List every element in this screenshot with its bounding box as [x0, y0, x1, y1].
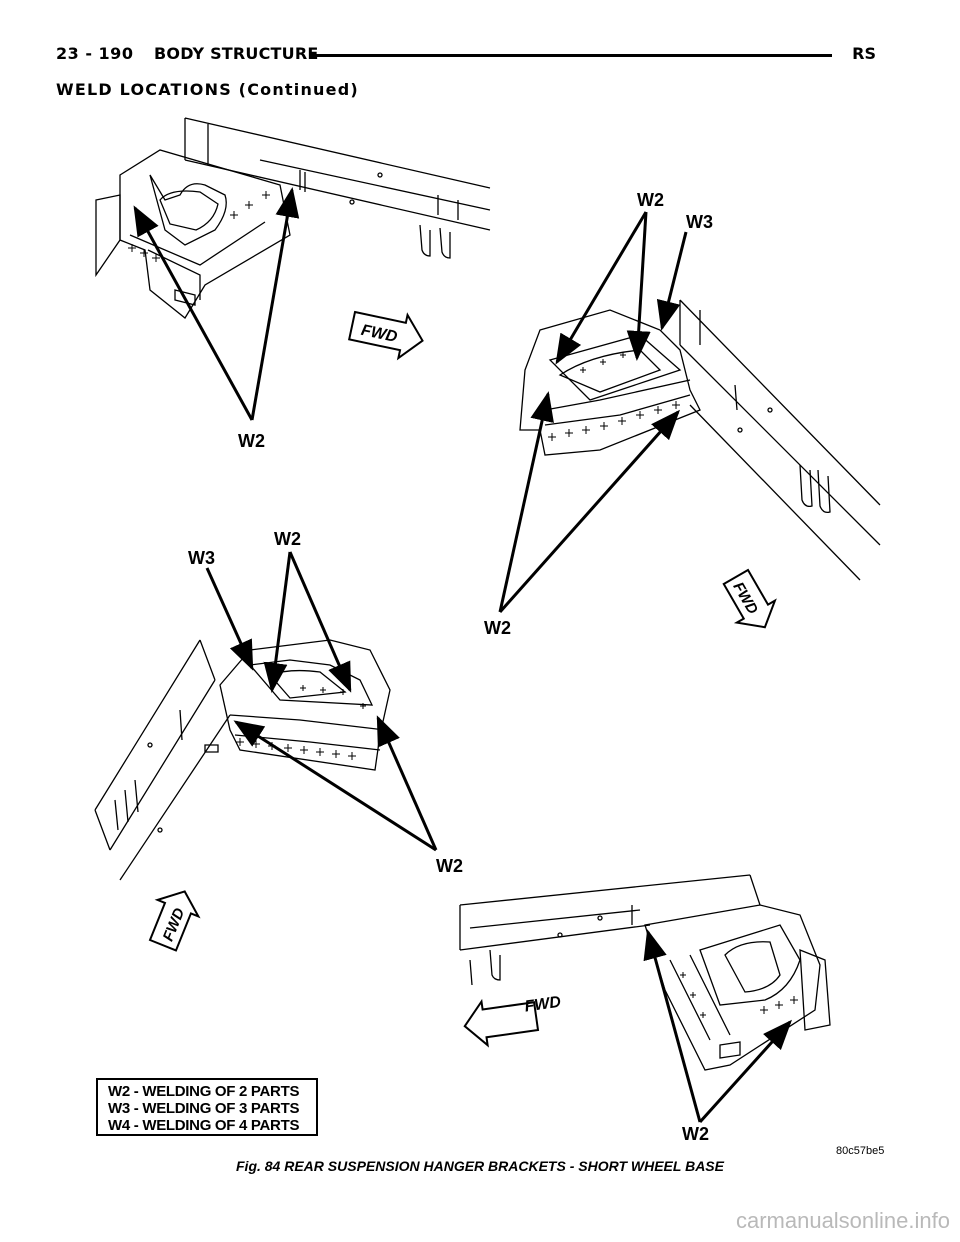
fwd-arrow-3: FWD — [148, 890, 201, 952]
model-code: RS — [852, 44, 876, 63]
callout-lines-mid-left — [205, 551, 438, 852]
callout-w2-c: W2 — [484, 618, 511, 638]
view-mid-left — [94, 639, 391, 881]
callout-w2-e: W2 — [436, 856, 463, 876]
callout-w3-d: W3 — [188, 548, 215, 568]
figure-caption: Fig. 84 REAR SUSPENSION HANGER BRACKETS … — [236, 1158, 724, 1174]
callout-lines-top-right — [498, 211, 688, 613]
callout-lines-top-left — [133, 187, 300, 421]
callout-w2-d: W2 — [274, 529, 301, 549]
fwd-arrow-2: FWD — [722, 568, 777, 629]
section-title: BODY STRUCTURE — [154, 44, 319, 63]
view-top-left — [95, 117, 491, 319]
callout-w2-f: W2 — [682, 1124, 709, 1144]
figure-code: 80c57be5 — [836, 1145, 885, 1157]
fwd-arrow-1: FWD — [347, 310, 424, 361]
legend-w3: W3 - WELDING OF 3 PARTS — [108, 1100, 300, 1117]
watermark: carmanualsonline.info — [735, 1208, 950, 1233]
page-number: 23 - 190 — [56, 44, 134, 63]
legend-w4: W4 - WELDING OF 4 PARTS — [108, 1117, 300, 1134]
callout-w3-b: W3 — [686, 212, 713, 232]
weld-legend: W2 - WELDING OF 2 PARTS W3 - WELDING OF … — [96, 1078, 318, 1136]
header-rule — [310, 54, 832, 57]
view-bottom-right — [459, 874, 831, 1071]
view-top-right — [519, 299, 881, 581]
page-header: 23 - 190 BODY STRUCTURE RS — [56, 44, 876, 74]
legend-w2: W2 - WELDING OF 2 PARTS — [108, 1083, 300, 1100]
svg-text:FWD: FWD — [524, 994, 563, 1016]
subheading: WELD LOCATIONS (Continued) — [56, 80, 359, 99]
callout-w2-b: W2 — [637, 190, 664, 210]
callout-lines-bottom-right — [643, 929, 793, 1124]
fwd-arrow-4: FWD — [463, 994, 563, 1048]
callout-w2-a: W2 — [238, 431, 265, 451]
